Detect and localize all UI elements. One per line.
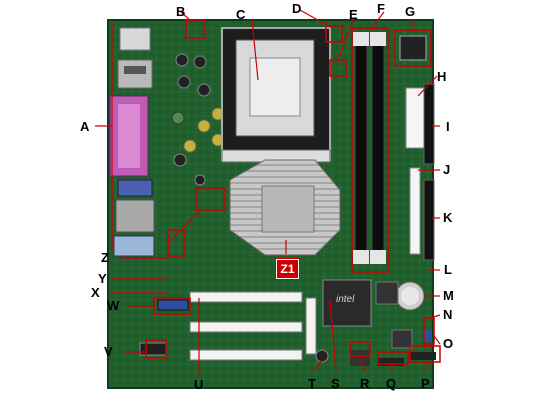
callout-y: Y <box>98 271 107 286</box>
callout-s: S <box>331 376 340 391</box>
callout-c: C <box>236 7 246 22</box>
callout-leader-lines <box>95 9 441 376</box>
callout-w: W <box>107 298 120 313</box>
callout-n: N <box>443 307 453 322</box>
callout-i: I <box>446 119 450 134</box>
rear-io-panel <box>109 27 155 257</box>
callout-e: E <box>349 7 358 22</box>
bios-chip <box>399 35 427 61</box>
callout-g: G <box>405 4 416 19</box>
callout-z1: Z1 <box>276 259 299 279</box>
callout-d: D <box>292 1 302 16</box>
callout-u: U <box>194 377 204 392</box>
callout-p: P <box>421 376 430 391</box>
callout-v: V <box>104 344 113 359</box>
callout-r: R <box>360 376 370 391</box>
cpu-socket <box>221 27 331 163</box>
northbridge-heatsink <box>229 159 341 256</box>
callout-q: Q <box>386 376 397 391</box>
callout-x: X <box>91 285 100 300</box>
pci-slots <box>189 291 317 361</box>
callout-l: L <box>444 262 452 277</box>
callout-o: O <box>443 336 454 351</box>
callout-k: K <box>443 210 453 225</box>
callout-b: B <box>176 4 186 19</box>
callout-h: H <box>437 69 447 84</box>
callout-f: F <box>377 1 385 16</box>
intel-logo: intel <box>336 294 355 305</box>
callout-z: Z <box>101 250 109 265</box>
callout-j: J <box>443 162 451 177</box>
cmos-battery <box>395 281 425 311</box>
southbridge-chip: intel <box>322 279 413 349</box>
callout-t: T <box>308 376 316 391</box>
callout-boxes <box>145 19 441 365</box>
atx-power-connector <box>405 87 427 149</box>
callout-m: M <box>443 288 454 303</box>
callout-a: A <box>80 119 90 134</box>
ide-connectors <box>409 83 435 261</box>
memory-slots <box>353 31 386 265</box>
capacitor-row <box>171 53 225 186</box>
